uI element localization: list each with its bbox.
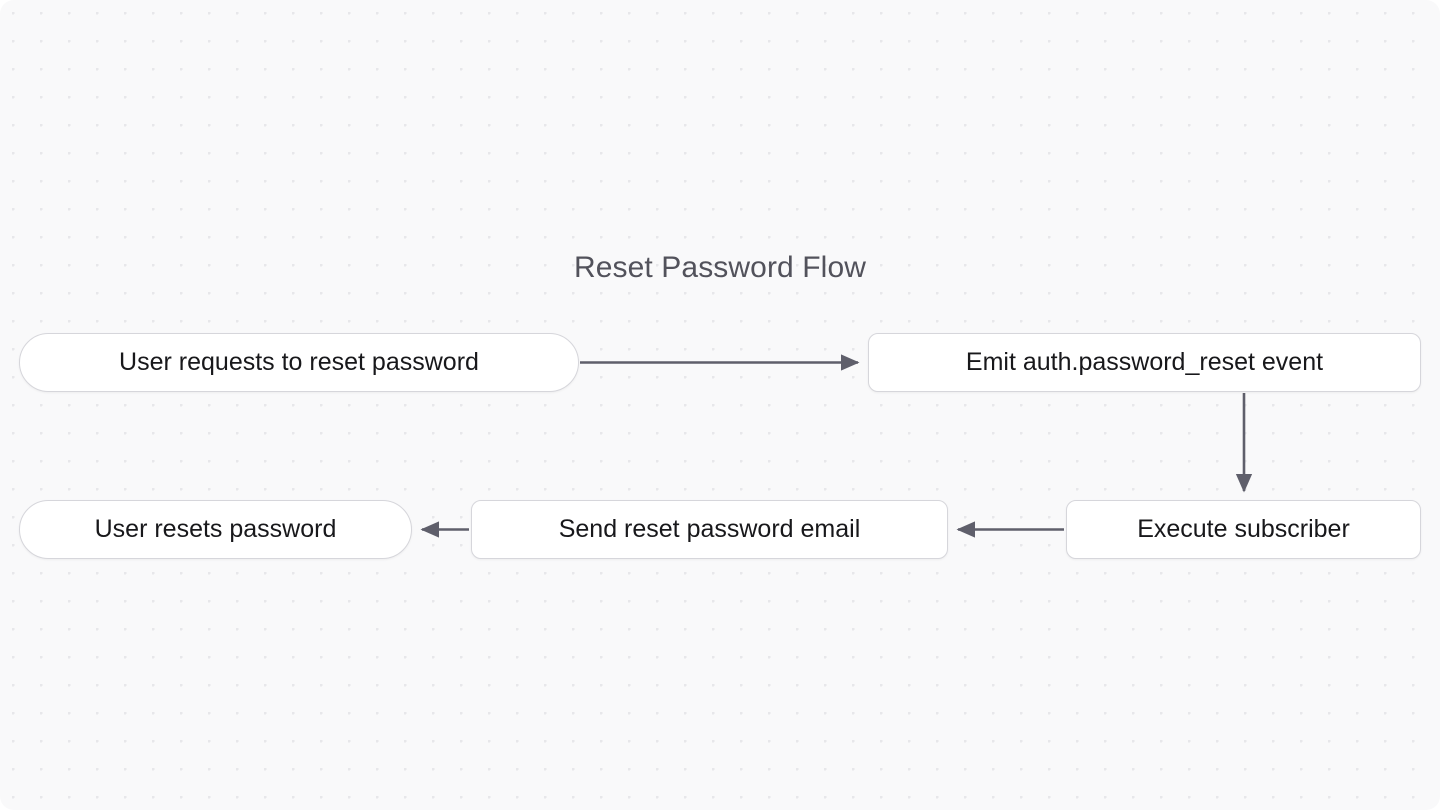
- node-emit-auth-password-reset-event[interactable]: Emit auth.password_reset event: [868, 333, 1421, 392]
- node-label: User resets password: [94, 515, 337, 543]
- node-send-reset-password-email[interactable]: Send reset password email: [471, 500, 948, 559]
- node-label: Emit auth.password_reset event: [965, 348, 1324, 376]
- node-user-resets-password[interactable]: User resets password: [19, 500, 412, 559]
- diagram-title: Reset Password Flow: [574, 251, 866, 284]
- node-label: Send reset password email: [558, 515, 861, 543]
- node-user-requests-to-reset-password[interactable]: User requests to reset password: [19, 333, 579, 392]
- node-label: User requests to reset password: [119, 348, 479, 376]
- node-label: Execute subscriber: [1137, 515, 1350, 543]
- node-execute-subscriber[interactable]: Execute subscriber: [1066, 500, 1421, 559]
